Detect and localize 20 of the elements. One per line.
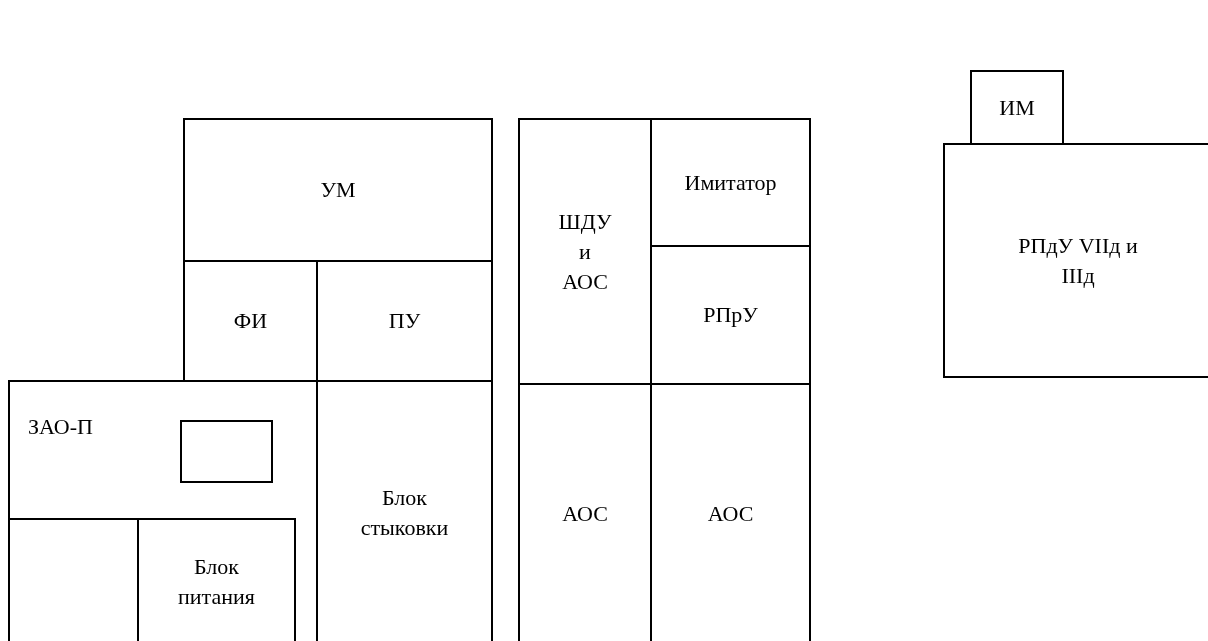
unit-label: Блок питания [177,552,256,611]
unit-label: ИМ [999,93,1035,122]
unit-block [943,143,1208,378]
unit-label: УМ [320,176,356,204]
unit-label: Блок стыковки [359,483,450,542]
unit-label: АОС [707,500,754,528]
unit-label: ПУ [388,307,421,335]
unit-label: Имитатор [684,168,777,197]
unit-block [183,118,493,262]
unit-label: ЗАО-П [28,413,93,441]
unit-label: ФИ [233,307,268,335]
unit-block [137,518,296,641]
unit-label: РПрУ [703,301,758,329]
unit-label: РПдУ VIIд и IIIд [1017,231,1139,290]
unit-label: ШДУ и АОС [557,207,613,296]
unit-block [650,118,811,247]
unit-block [518,118,652,385]
unit-block [970,70,1064,145]
empty-block [180,420,273,483]
unit-label: АОС [562,500,608,528]
